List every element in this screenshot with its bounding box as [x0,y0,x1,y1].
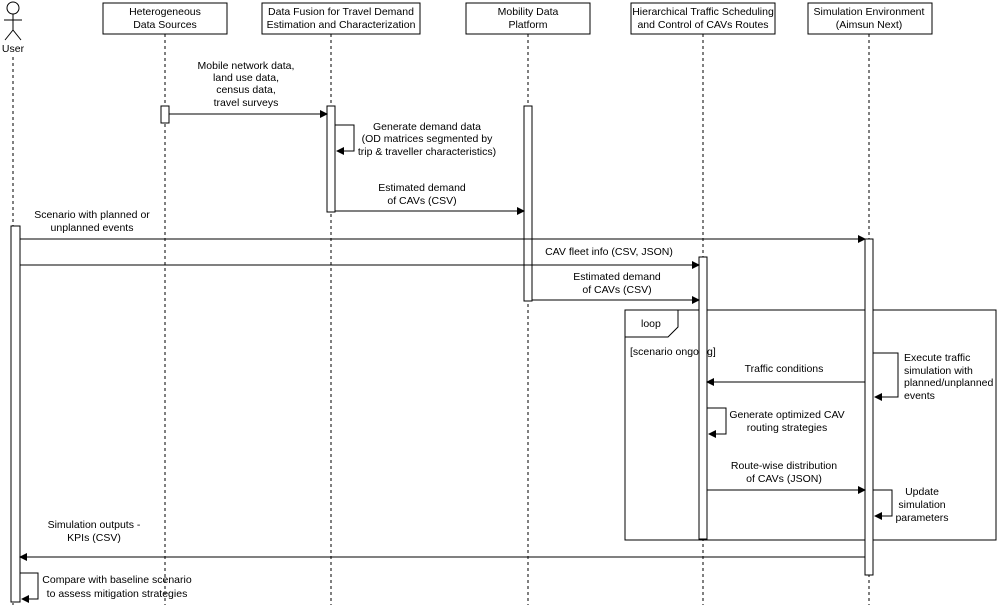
participant-platform-line1: Mobility Data [498,6,559,18]
message-simulation-outputs-line1: Simulation outputs - [48,519,141,531]
participant-sources: Heterogeneous Data Sources [102,2,228,35]
message-update-parameters-line3: parameters [895,512,948,524]
participant-platform-line2: Platform [508,19,547,31]
participant-fusion-line2: Estimation and Characterization [267,19,416,31]
message-execute-simulation-line2: simulation with [904,365,973,377]
participant-scheduling: Hierarchical Traffic Scheduling and Cont… [630,2,776,35]
message-estimated-demand-2-line2: of CAVs (CSV) [582,284,651,296]
message-arrow-execute-simulation [873,352,899,401]
participant-scheduling-line2: and Control of CAVs Routes [637,19,768,31]
message-generate-demand-line2: (OD matrices segmented by [362,133,493,145]
participant-fusion-line1: Data Fusion for Travel Demand [268,6,414,18]
message-generate-demand-line3: trip & traveller characteristics) [358,146,496,158]
message-traffic-conditions: Traffic conditions [745,363,824,375]
participant-simulation-line2: (Aimsun Next) [836,19,903,31]
message-simulation-outputs-line2: KPIs (CSV) [67,532,121,544]
message-route-distribution-line2: of CAVs (JSON) [746,473,822,485]
message-scenario-line1: Scenario with planned or [34,209,150,221]
message-arrow-generate-routing [707,407,727,438]
activation-sources [160,105,170,124]
activation-simulation [864,238,874,576]
message-arrow-generate-demand [335,124,355,155]
message-scenario-line2: unplanned events [51,222,134,234]
message-update-parameters-line2: simulation [898,499,945,511]
message-arrow-update-parameters [873,489,893,520]
message-compare-baseline-line2: to assess mitigation strategies [47,588,188,600]
message-generate-demand-line1: Generate demand data [373,121,481,133]
participant-sources-line2: Data Sources [133,19,197,31]
message-data-sources-line2: land use data, [213,72,279,84]
loop-fragment: loop [scenario ongoing] [624,309,997,541]
message-route-distribution-line1: Route-wise distribution [731,460,837,472]
message-execute-simulation-line3: planned/unplanned [904,377,993,389]
message-update-parameters-line1: Update [905,486,939,498]
user-actor-icon [4,1,22,41]
participant-user-label: User [2,43,25,55]
message-data-sources-line4: travel surveys [214,97,279,109]
participant-scheduling-line1: Hierarchical Traffic Scheduling [632,6,774,18]
message-generate-routing-line2: routing strategies [747,422,828,434]
participant-fusion: Data Fusion for Travel Demand Estimation… [261,2,421,35]
message-arrow-compare-baseline [20,572,39,603]
message-data-sources-line1: Mobile network data, [198,60,295,72]
loop-guard: [scenario ongoing] [630,346,716,358]
message-data-sources-line3: census data, [216,84,276,96]
activation-scheduling [698,256,708,540]
loop-label: loop [641,318,661,330]
message-execute-simulation-line4: events [904,390,935,402]
message-compare-baseline-line1: Compare with baseline scenario [42,574,192,586]
message-estimated-demand-1-line1: Estimated demand [378,182,466,194]
message-estimated-demand-1-line2: of CAVs (CSV) [387,195,456,207]
message-estimated-demand-2-line1: Estimated demand [573,271,661,283]
message-fleet-info: CAV fleet info (CSV, JSON) [545,246,673,258]
activation-user [10,225,21,603]
message-execute-simulation-line1: Execute traffic [904,352,970,364]
message-generate-routing-line1: Generate optimized CAV [729,409,844,421]
activation-platform [523,105,533,302]
participant-simulation-line1: Simulation Environment [814,6,925,18]
participant-platform: Mobility Data Platform [465,2,591,35]
participant-simulation: Simulation Environment (Aimsun Next) [807,2,933,35]
participant-sources-line1: Heterogeneous [129,6,201,18]
activation-fusion [326,105,336,213]
